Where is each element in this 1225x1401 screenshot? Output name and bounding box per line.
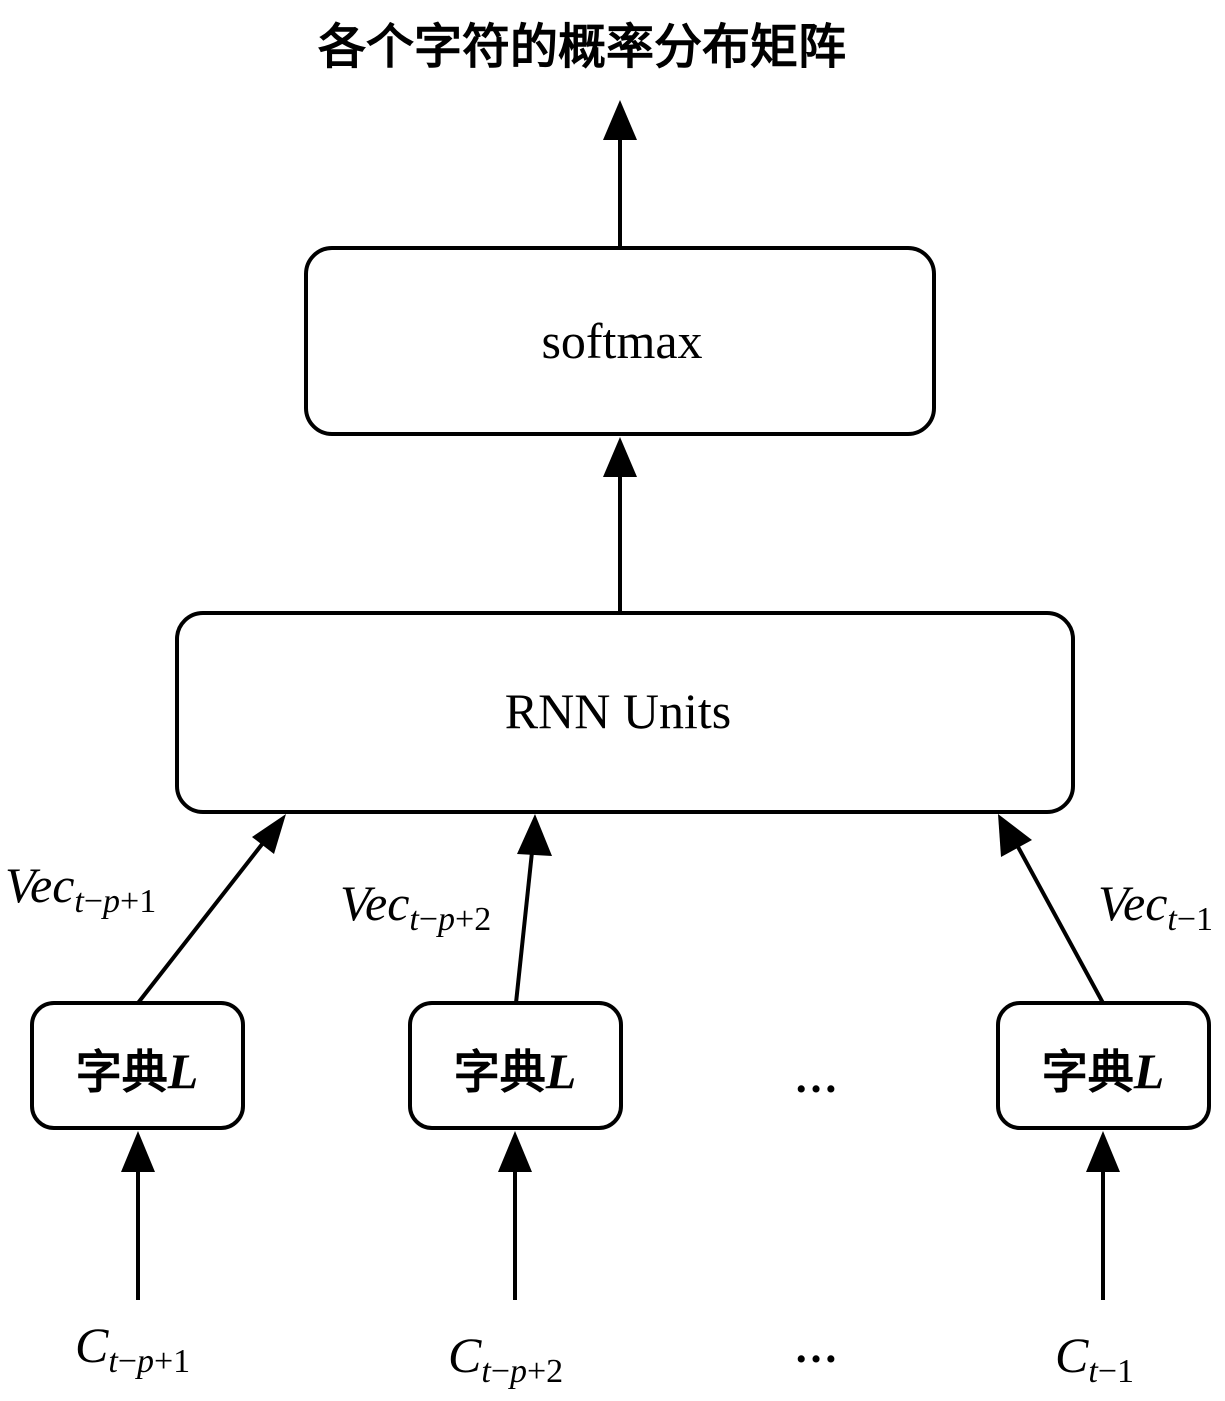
dictionary-box-3: 字典L [996,1001,1211,1130]
diagram-title: 各个字符的概率分布矩阵 [318,19,846,75]
input-label-3: Ct−1 [1055,1327,1134,1390]
arrow-dict3-to-rnn [998,814,1105,1004]
dictionary-symbol: L [1133,1043,1165,1099]
dictionary-box-2: 字典L [408,1001,623,1130]
rnn-units-box: RNN Units [175,611,1075,814]
vec-label-3: Vect−1 [1098,875,1213,938]
dictionary-char: 字典 [1042,1045,1134,1099]
dictionary-symbol: L [167,1043,199,1099]
vec-label-2: Vect−p+2 [340,875,491,938]
softmax-label: softmax [541,313,702,369]
arrow-rnn-to-softmax [603,437,637,613]
ellipsis-inputs: … [794,1323,838,1372]
arrow-dict2-to-rnn [514,814,552,1004]
dictionary-box-1: 字典L [30,1001,245,1130]
rnn-units-label: RNN Units [505,683,731,739]
arrow-dict1-to-rnn [136,814,286,1005]
dictionary-symbol: L [545,1043,577,1099]
svg-text:字典L: 字典L [454,1043,577,1099]
arrow-input3-to-dict [1086,1131,1120,1300]
softmax-box: softmax [304,246,936,436]
svg-text:字典L: 字典L [1042,1043,1165,1099]
arrow-softmax-to-output [603,100,637,248]
dictionary-char: 字典 [76,1045,168,1099]
ellipsis-middle: … [794,1053,838,1102]
arrow-input1-to-dict [121,1131,155,1300]
arrow-input2-to-dict [498,1131,532,1300]
dictionary-char: 字典 [454,1045,546,1099]
input-label-1: Ct−p+1 [75,1317,190,1380]
svg-text:字典L: 字典L [76,1043,199,1099]
vec-label-1: Vect−p+1 [5,857,156,920]
input-label-2: Ct−p+2 [448,1327,563,1390]
